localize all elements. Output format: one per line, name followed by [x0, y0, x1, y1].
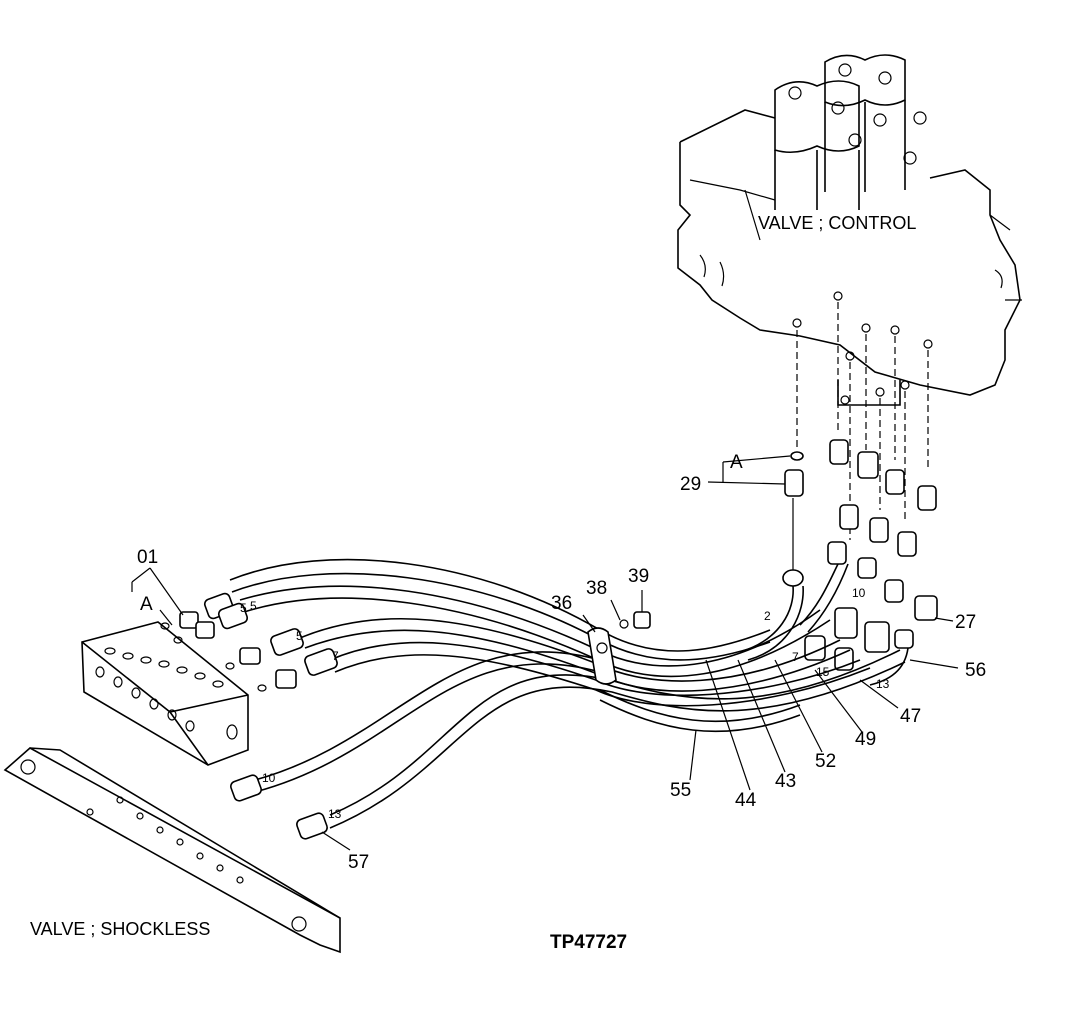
hose-marks: 5 5 5 7 7 10 10 13 13 15 2 — [240, 586, 890, 821]
hose-mark-2: 2 — [764, 609, 771, 623]
callout-49: 49 — [855, 729, 876, 750]
callout-a-left: A — [140, 594, 153, 615]
leader-lines — [131, 455, 959, 851]
figure-id: TP47727 — [550, 932, 627, 953]
control-valve-body — [677, 54, 1022, 406]
callout-29: 29 — [680, 474, 701, 495]
hose-mark-13b: 13 — [876, 677, 890, 691]
callout-01: 01 — [137, 547, 158, 568]
callout-56: 56 — [965, 660, 986, 681]
hose-mark-15: 15 — [816, 665, 830, 679]
hose-mark-5b: 5 — [250, 599, 257, 613]
callout-39: 39 — [628, 566, 649, 587]
hose-mark-5c: 5 — [296, 629, 303, 643]
hose-mark-7b: 7 — [792, 650, 799, 664]
callout-a-right: A — [730, 452, 743, 473]
hose-mark-13a: 13 — [328, 807, 342, 821]
callout-43: 43 — [775, 771, 796, 792]
shockless-valve-block — [81, 611, 297, 766]
hose-end-fittings — [203, 592, 338, 840]
mounting-bracket — [3, 747, 341, 954]
callout-52: 52 — [815, 751, 836, 772]
callout-44: 44 — [735, 790, 757, 811]
control-valve-title: VALVE ; CONTROL — [758, 213, 916, 233]
hose-mark-10b: 10 — [852, 586, 866, 600]
port-dashed-lines — [792, 302, 929, 570]
shockless-valve-title: VALVE ; SHOCKLESS — [30, 919, 210, 939]
callout-27: 27 — [955, 612, 976, 633]
hose-mark-5a: 5 — [240, 601, 247, 615]
callout-55: 55 — [670, 780, 691, 801]
hose-mark-7a: 7 — [332, 649, 339, 663]
callout-36: 36 — [551, 593, 572, 614]
callout-57: 57 — [348, 852, 369, 873]
callout-38: 38 — [586, 578, 607, 599]
hose-clamp — [587, 611, 651, 685]
callout-47: 47 — [900, 706, 921, 727]
hose-mark-10a: 10 — [262, 771, 276, 785]
